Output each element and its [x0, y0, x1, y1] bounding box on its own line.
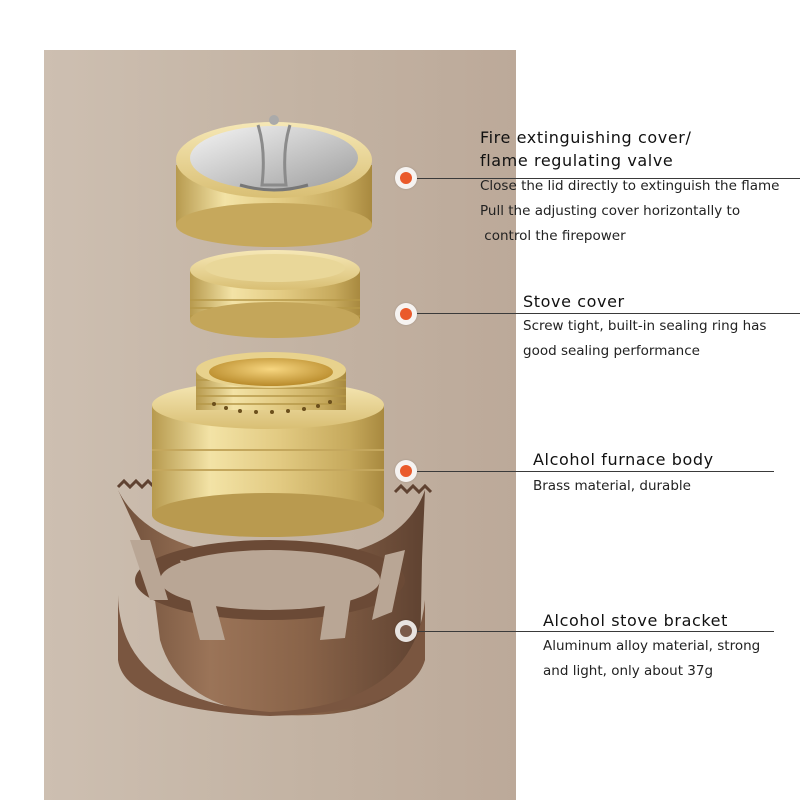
leader-line-stove-cover	[417, 313, 800, 314]
leader-line-stove-bracket	[417, 631, 774, 632]
desc-line: control the firepower	[480, 228, 626, 244]
callout-desc-stove-bracket: Aluminum alloy material, strong and ligh…	[543, 634, 760, 684]
desc-line: Aluminum alloy material, strong	[543, 638, 761, 654]
callout-title-furnace-body: Alcohol furnace body	[533, 450, 714, 469]
title-line: Fire extinguishing cover/	[480, 128, 692, 147]
callout-title-stove-bracket: Alcohol stove bracket	[543, 611, 728, 630]
callout-dot-furnace-body	[395, 460, 417, 482]
desc-line: Close the lid directly to extinguish the…	[480, 178, 780, 194]
desc-line: and light, only about 37g	[543, 663, 714, 679]
desc-line: Brass material, durable	[533, 478, 691, 494]
callout-desc-extinguishing-cover: Close the lid directly to extinguish the…	[480, 174, 779, 249]
callout-desc-furnace-body: Brass material, durable	[533, 474, 691, 499]
callout-title-extinguishing-cover: Fire extinguishing cover/ flame regulati…	[480, 128, 691, 170]
title-line: flame regulating valve	[480, 151, 674, 170]
desc-line: Pull the adjusting cover horizontally to	[480, 203, 741, 219]
callout-desc-stove-cover: Screw tight, built-in sealing ring has g…	[523, 314, 766, 364]
callout-dot-extinguishing-cover	[395, 167, 417, 189]
leader-line-furnace-body	[417, 471, 774, 472]
desc-line: good sealing performance	[523, 343, 700, 359]
callout-title-stove-cover: Stove cover	[523, 292, 625, 311]
desc-line: Screw tight, built-in sealing ring has	[523, 318, 767, 334]
leader-line-extinguishing-cover	[417, 178, 800, 179]
callout-dot-stove-bracket	[395, 620, 417, 642]
callout-dot-stove-cover	[395, 303, 417, 325]
